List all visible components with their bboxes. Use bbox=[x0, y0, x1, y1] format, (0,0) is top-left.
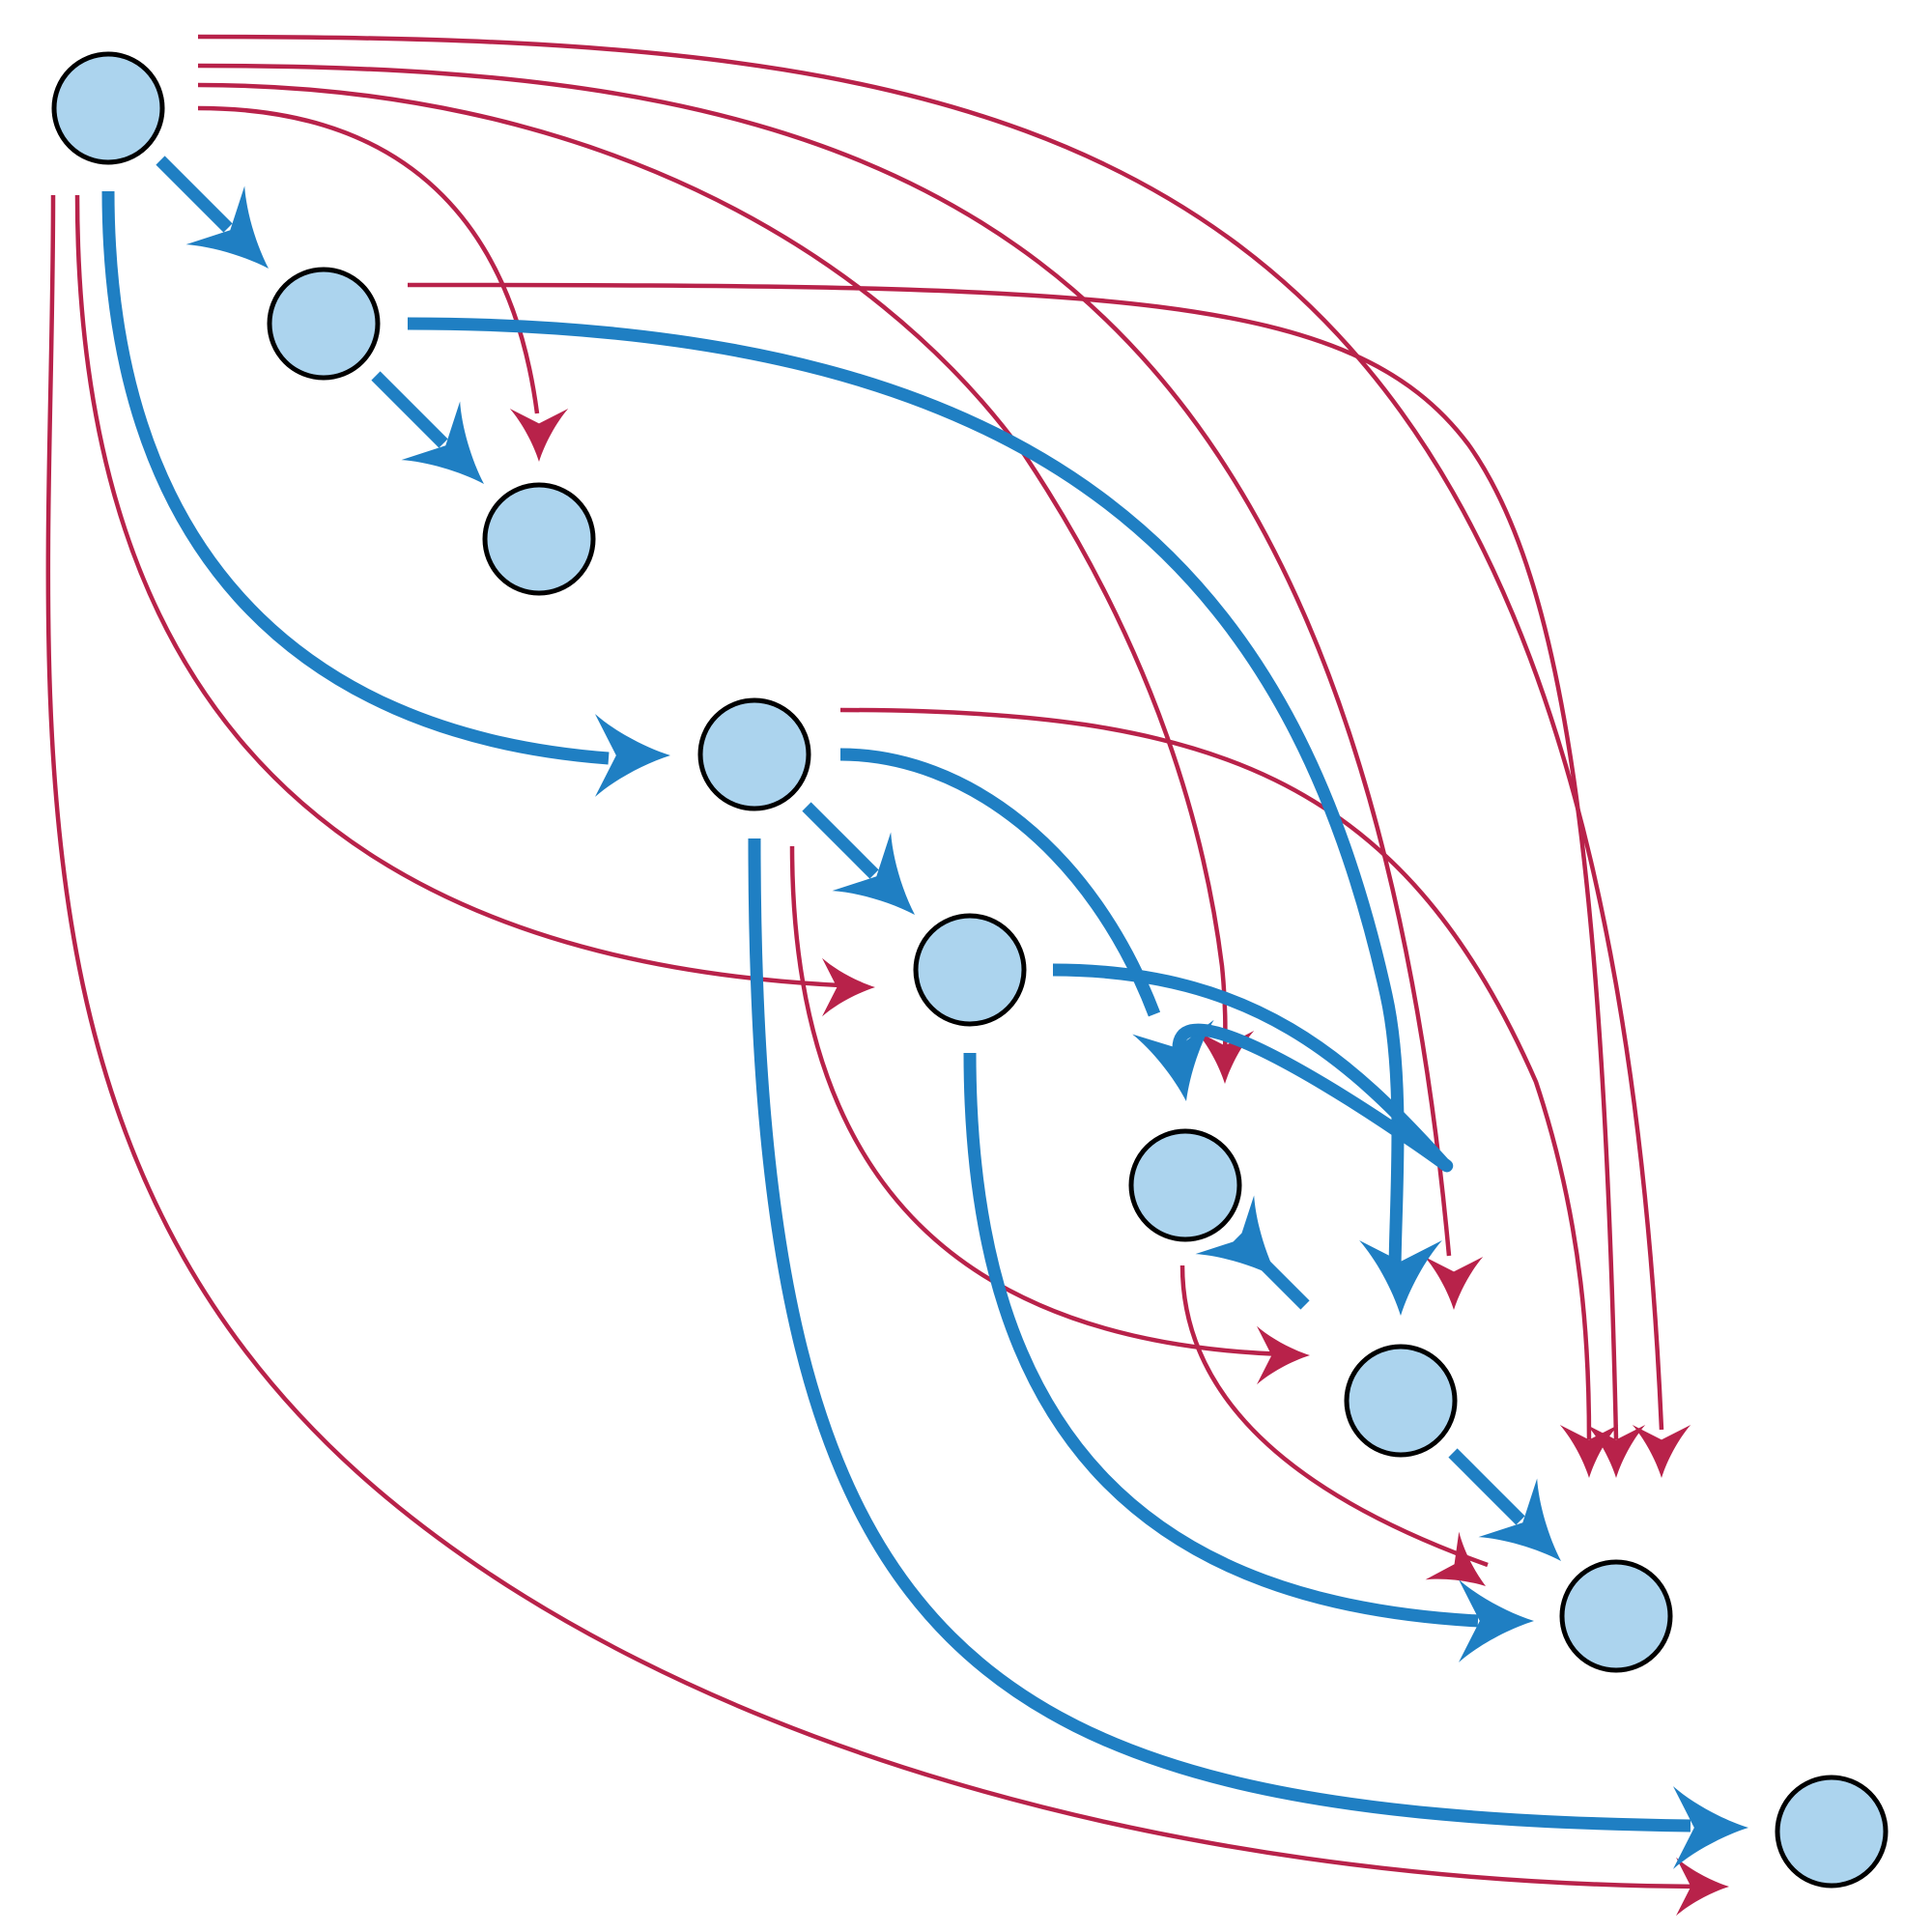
arrowhead-n0-n6-red bbox=[1424, 1257, 1484, 1310]
arrowhead-n3-n7-red bbox=[1559, 1425, 1619, 1478]
edge-line-n4-n8-blue bbox=[963, 1052, 1479, 1628]
edge-n5-n7-red bbox=[1179, 1264, 1489, 1586]
edge-n0-n4-red bbox=[74, 194, 875, 1017]
edge-n3-n4-blue bbox=[802, 802, 915, 915]
node-n0 bbox=[51, 51, 165, 165]
edge-line-n0-n8-red bbox=[45, 194, 1701, 1889]
edge-line-n3-n5-blue bbox=[839, 748, 1161, 1017]
arrowhead-n5-n7-red bbox=[1425, 1531, 1486, 1586]
arrowhead-n3-n5-blue bbox=[1132, 1019, 1214, 1101]
arrowhead-n3-n4-blue bbox=[832, 832, 915, 915]
graph-nodes bbox=[51, 51, 1889, 1889]
edge-n0-n6-red bbox=[197, 63, 1484, 1310]
node-n8 bbox=[1775, 1775, 1889, 1889]
node-n3 bbox=[697, 697, 811, 811]
edge-n0-n2-red bbox=[197, 105, 569, 462]
arrowhead-n3-n8-blue bbox=[1673, 1786, 1748, 1869]
edge-n5-n6-blue bbox=[1195, 1195, 1310, 1310]
edge-line-n0-n7-red bbox=[197, 34, 1664, 1431]
edge-n3-n6-red bbox=[789, 845, 1310, 1385]
edge-line-n3-n4-blue bbox=[802, 802, 879, 879]
edge-line-n3-n6-red bbox=[789, 845, 1286, 1357]
edge-line-n4-n7-blue bbox=[1052, 963, 1454, 1173]
edge-n0-n3-blue bbox=[101, 190, 670, 797]
node-n4 bbox=[913, 913, 1027, 1027]
arrowhead-n5-n6-blue bbox=[1195, 1195, 1278, 1278]
edge-n3-n5-blue bbox=[839, 748, 1214, 1101]
edge-n1-n2-blue bbox=[371, 371, 484, 484]
edge-n0-n5-red bbox=[197, 82, 1255, 1084]
edge-n3-n8-blue bbox=[748, 838, 1748, 1869]
arrowhead-n0-n2-red bbox=[509, 409, 569, 462]
node-n1 bbox=[267, 267, 381, 381]
node-n5 bbox=[1128, 1128, 1242, 1242]
arrowhead-n0-n7-red bbox=[1632, 1425, 1691, 1478]
edge-line-n0-n3-blue bbox=[101, 190, 610, 765]
node-n2 bbox=[482, 482, 596, 596]
edge-n0-n7-red bbox=[197, 34, 1691, 1478]
edge-line-n0-n5-red bbox=[197, 82, 1228, 1064]
arrowhead-n0-n4-red bbox=[822, 957, 875, 1017]
edge-n4-n7-blue bbox=[1052, 963, 1454, 1173]
edge-n0-n8-red bbox=[45, 194, 1729, 1917]
edge-line-n1-n7-red bbox=[407, 282, 1619, 1440]
edge-line-n3-n8-blue bbox=[748, 838, 1691, 1833]
arrowhead-n4-n8-blue bbox=[1459, 1579, 1534, 1662]
edge-line-n3-n7-red bbox=[839, 707, 1592, 1440]
arrowhead-n0-n3-blue bbox=[595, 714, 670, 797]
edge-line-n1-n2-blue bbox=[371, 371, 448, 448]
arrowhead-n3-n6-red bbox=[1257, 1325, 1310, 1385]
red-edges bbox=[45, 34, 1729, 1917]
edge-line-n5-n7-red bbox=[1179, 1264, 1489, 1568]
arrowhead-n1-n2-blue bbox=[401, 401, 484, 484]
arrowhead-n0-n1-blue bbox=[185, 185, 269, 269]
arrowhead-n6-n7-blue bbox=[1478, 1478, 1561, 1561]
edge-n1-n6-blue bbox=[407, 317, 1442, 1316]
edge-n0-n1-blue bbox=[156, 156, 269, 269]
arrowhead-n0-n8-red bbox=[1676, 1857, 1729, 1917]
edge-line-n0-n1-blue bbox=[156, 156, 233, 233]
edge-line-n0-n6-red bbox=[197, 63, 1452, 1257]
edge-n6-n7-blue bbox=[1448, 1448, 1561, 1561]
edge-line-n6-n7-blue bbox=[1448, 1448, 1525, 1525]
edge-n4-n8-blue bbox=[963, 1052, 1534, 1662]
edge-line-n0-n4-red bbox=[74, 194, 841, 988]
edge-line-n1-n6-blue bbox=[407, 317, 1405, 1274]
edge-n3-n7-red bbox=[839, 707, 1619, 1478]
blue-edges bbox=[101, 156, 1748, 1869]
edge-line-n0-n2-red bbox=[197, 105, 540, 414]
node-n7 bbox=[1559, 1559, 1673, 1673]
node-n6 bbox=[1344, 1344, 1458, 1458]
arrowhead-n1-n6-blue bbox=[1359, 1240, 1442, 1316]
